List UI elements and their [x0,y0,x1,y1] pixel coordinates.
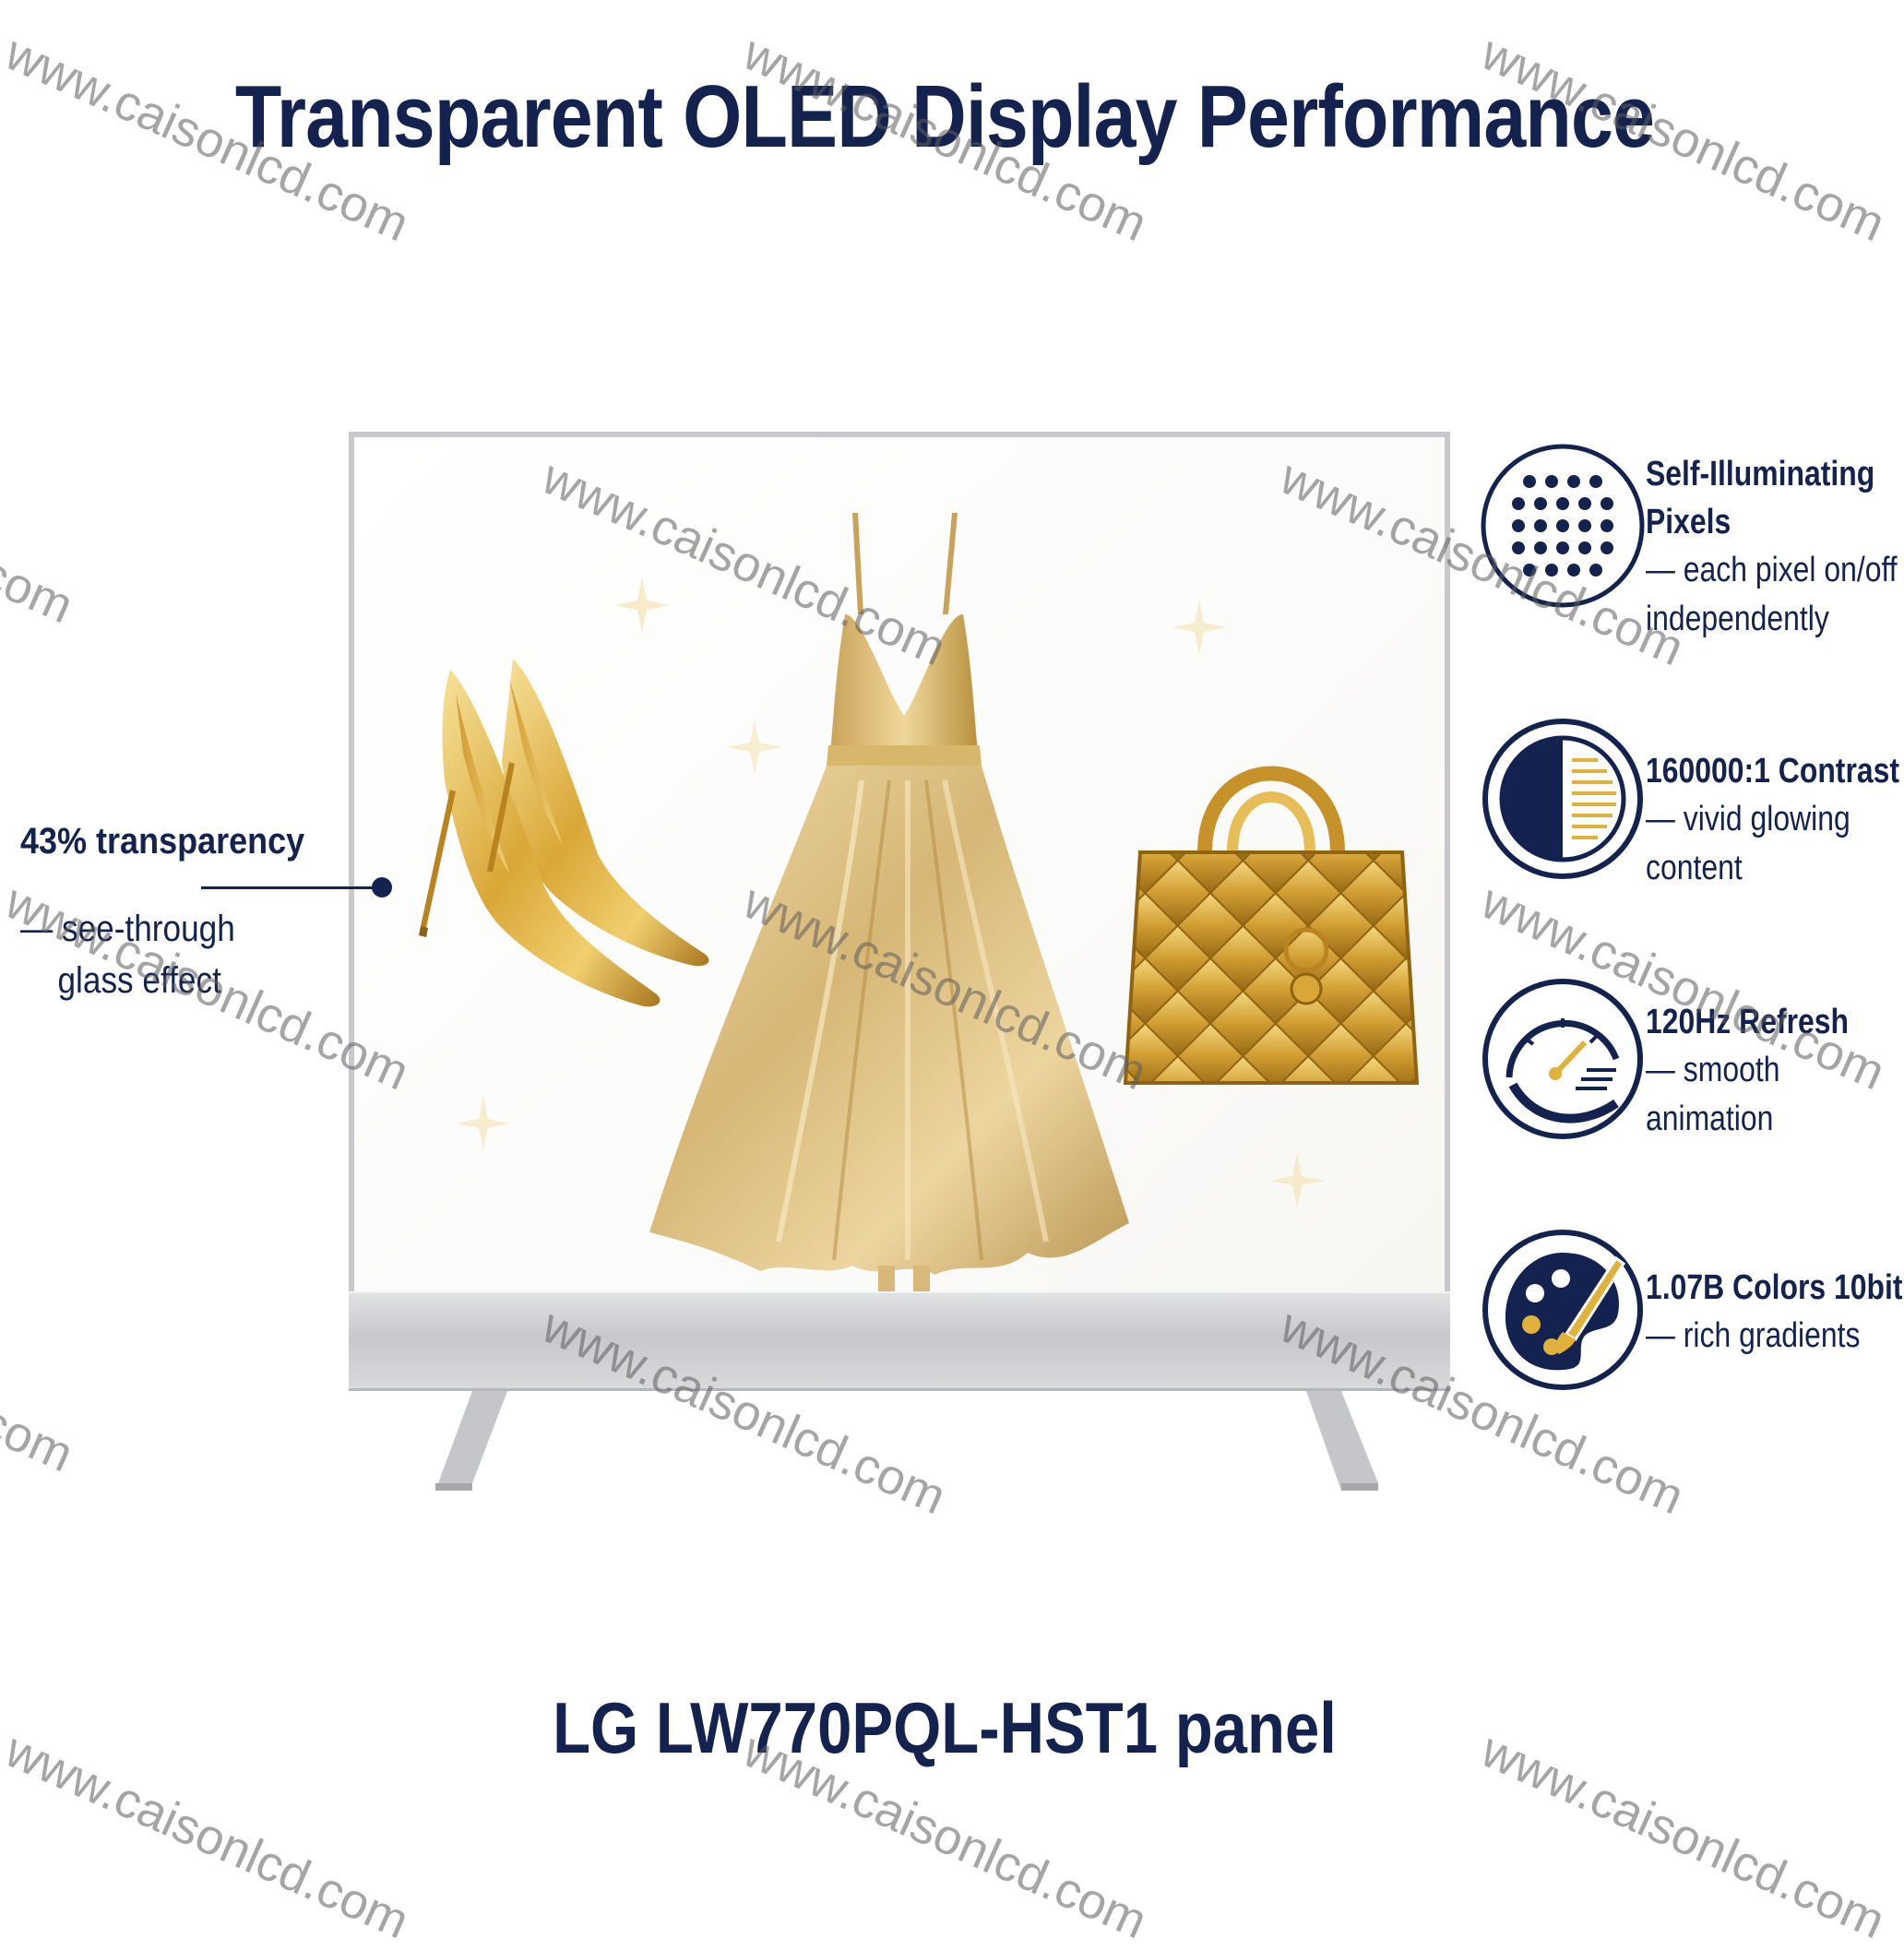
feature-description: animation [1646,1100,1774,1138]
feature-title: Self-Illuminating [1646,455,1875,493]
display-stand-leg-left [435,1391,507,1491]
speedometer-icon [1482,979,1643,1139]
transparency-description: — see-through glass effect [20,903,394,1006]
gold-high-heels [419,659,709,1007]
palette-icon [1482,1230,1643,1390]
feature-description: — smooth [1646,1051,1780,1089]
feature-description: independently [1646,600,1829,638]
feature-description: — vivid glowing [1646,800,1850,838]
display-base [349,1291,1450,1391]
feature-title: 120Hz Refresh [1646,1003,1850,1041]
feature-title: 160000:1 Contrast [1646,752,1900,791]
contrast-icon [1482,719,1643,879]
feature-description: content [1646,849,1743,887]
watermark: www.caisonlcd.com [0,406,82,635]
gold-evening-dress [649,513,1129,1312]
sparkle-icon [456,1096,511,1151]
pixel-grid-icon [1481,444,1645,608]
watermark: www.caisonlcd.com [0,1254,82,1483]
sparkle-icon [614,577,670,633]
feature-description: — rich gradients [1646,1316,1861,1355]
sparkle-icon [1172,600,1227,655]
page-title: Transparent OLED Display Performance [234,67,1655,166]
gold-quilted-handbag [1123,766,1420,1085]
sparkle-icon [727,719,782,775]
transparency-description-line: — see-through [20,909,235,949]
feature-description: — each pixel on/off [1646,551,1898,589]
panel-model-name: LG LW770PQL-HST1 panel [553,1687,1337,1768]
callout-leader-dot [372,877,392,898]
sparkle-icon [1269,1153,1325,1208]
feature-title: 1.07B Colors 10bit [1646,1268,1903,1307]
transparent-oled-display [349,432,1450,1491]
display-stand-leg-right [1306,1391,1378,1491]
callout-leader-line [201,886,382,889]
display-glass [349,432,1450,1312]
transparency-description-line: glass effect [57,960,221,1001]
feature-title: Pixels [1646,503,1731,541]
transparency-callout: 43% transparency — see-through glass eff… [20,821,445,1006]
transparency-heading: 43% transparency [20,821,305,862]
